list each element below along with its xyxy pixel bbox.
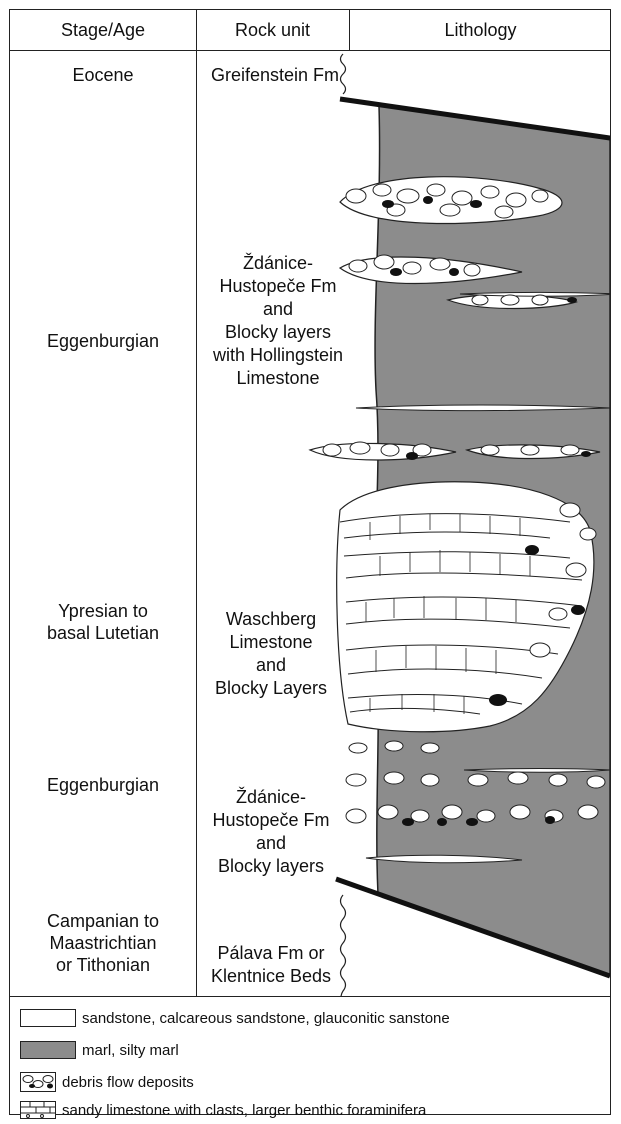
marl-swatch <box>20 1041 76 1059</box>
legend-item-sandstone: sandstone, calcareous sandstone, glaucon… <box>20 1006 450 1030</box>
contact-squiggle-bottom <box>341 895 346 996</box>
legend-label-sandstone: sandstone, calcareous sandstone, glaucon… <box>82 1010 450 1027</box>
contact-squiggle-top <box>341 54 346 94</box>
legend-label-limestone: sandy limestone with clasts, larger bent… <box>62 1102 426 1119</box>
legend-item-debris: debris flow deposits <box>20 1070 194 1094</box>
stratigraphic-column: Stage/Age Rock unit Lithology Eocene Egg… <box>9 9 611 1115</box>
debris-swatch <box>20 1072 56 1092</box>
legend-divider <box>10 996 610 997</box>
legend-item-limestone: sandy limestone with clasts, larger bent… <box>20 1098 426 1122</box>
lithology-column-art <box>10 10 610 996</box>
sandstone-swatch <box>20 1009 76 1027</box>
legend-label-debris: debris flow deposits <box>62 1074 194 1091</box>
legend-item-marl: marl, silty marl <box>20 1038 179 1062</box>
limestone-swatch <box>20 1101 56 1119</box>
legend-label-marl: marl, silty marl <box>82 1042 179 1059</box>
